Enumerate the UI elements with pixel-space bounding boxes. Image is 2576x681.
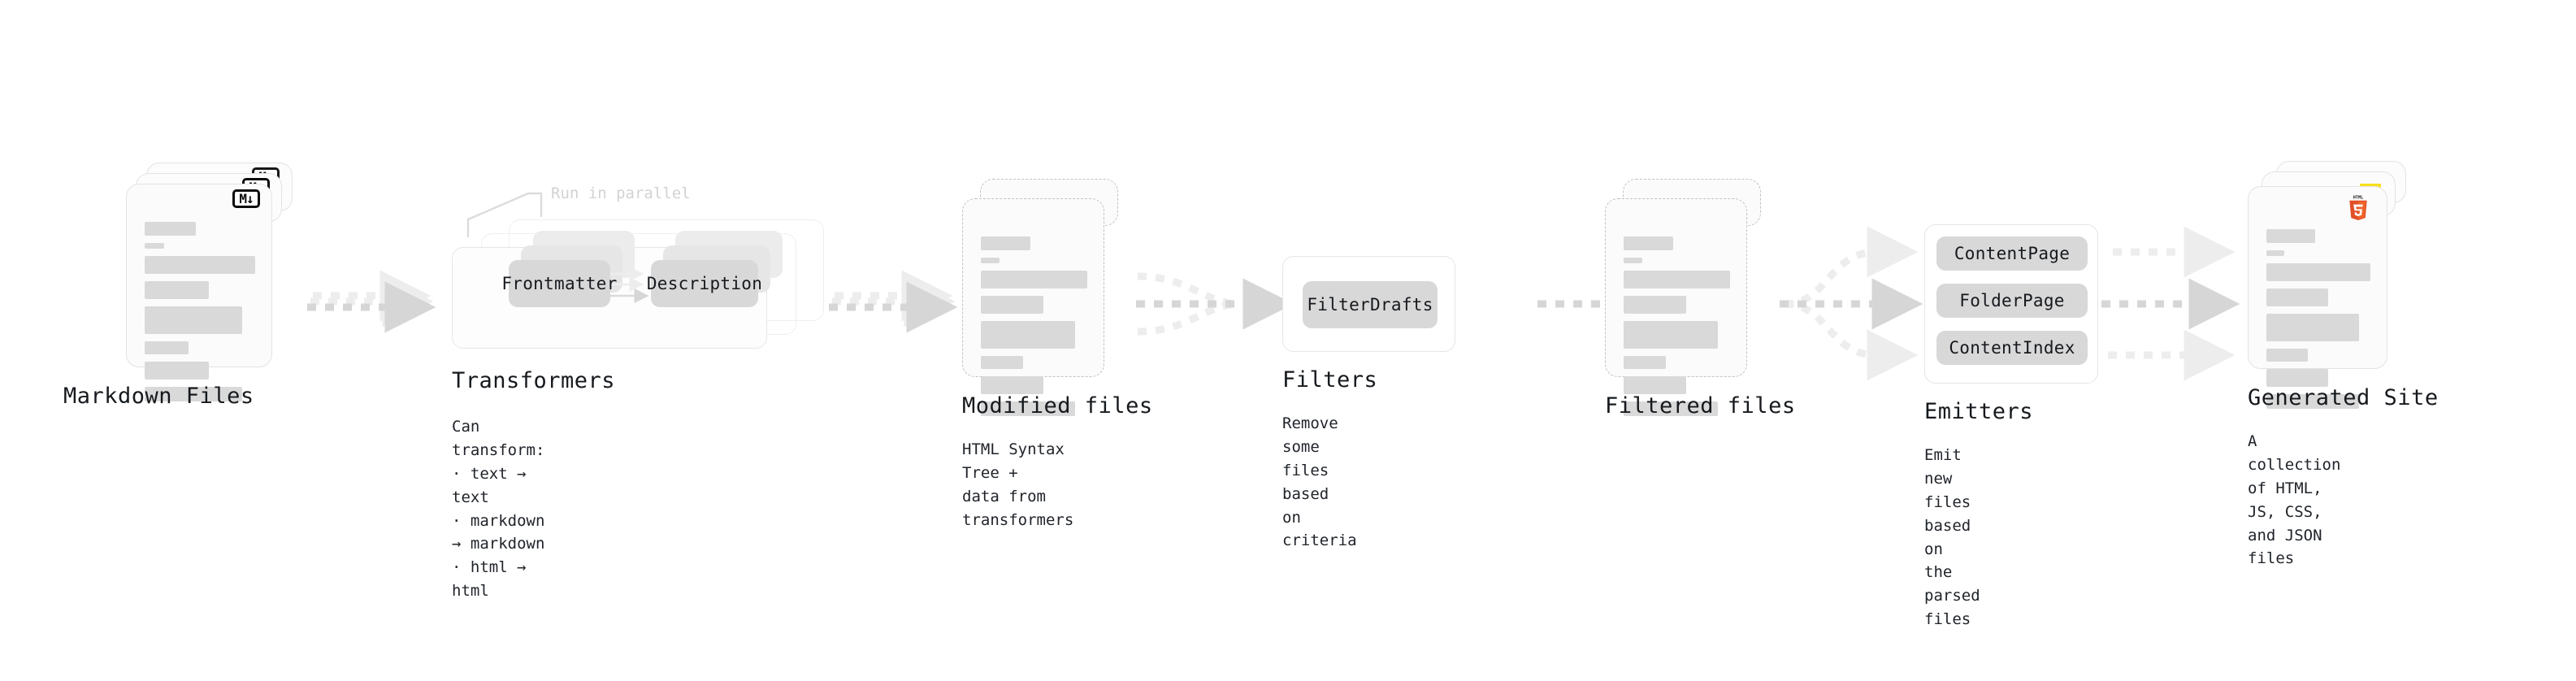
skeleton-bar [981, 356, 1023, 369]
connector-transformers-to-modified [829, 270, 958, 333]
connector-modified-to-filters [1136, 272, 1295, 336]
chip-contentpage[interactable]: ContentPage [1936, 236, 2088, 271]
doc-sheet-front [962, 198, 1104, 416]
skeleton-bar [2266, 314, 2359, 341]
doc-skeleton-bars [981, 236, 1087, 423]
desc-filters: Remove some files based on criteria [1282, 414, 1357, 550]
doc-skeleton-bars [2266, 229, 2370, 416]
chip-filterdrafts[interactable]: FilterDrafts [1303, 281, 1438, 328]
skeleton-bar [145, 281, 209, 299]
skeleton-bar [1624, 258, 1642, 263]
skeleton-bar [981, 321, 1075, 349]
skeleton-bar [1624, 296, 1686, 314]
skeleton-bar [2266, 229, 2315, 243]
label-modified-files: Modified files [962, 393, 1153, 419]
skeleton-bar [2266, 288, 2328, 306]
desc-generated-site: A collection of HTML, JS, CSS, and JSON … [2248, 432, 2341, 568]
skeleton-bar [2266, 250, 2284, 256]
skeleton-bar [145, 341, 189, 354]
skeleton-bar [145, 362, 209, 380]
label-filters: Filters [1282, 367, 1378, 393]
doc-sheet-front [1605, 198, 1747, 416]
skeleton-bar [981, 296, 1043, 314]
skeleton-bar [981, 271, 1087, 288]
skeleton-bar [145, 306, 242, 334]
skeleton-bar [1624, 401, 1718, 416]
chip-folderpage[interactable]: FolderPage [1936, 284, 2088, 318]
skeleton-bar [2266, 263, 2370, 281]
label-emitters: Emitters [1924, 399, 2034, 424]
html5-badge: HTML [2349, 195, 2367, 220]
skeleton-bar [145, 387, 242, 401]
doc-sheet-front [126, 184, 272, 401]
connector-markdown-to-transformers [307, 270, 436, 333]
chip-contentindex[interactable]: ContentIndex [1936, 331, 2088, 365]
skeleton-bar [145, 243, 164, 249]
emitters-panel: ContentPage FolderPage ContentIndex [1924, 224, 2098, 384]
label-transformers: Transformers [452, 368, 616, 393]
label-run-in-parallel: Run in parallel [551, 184, 691, 202]
skeleton-bar [1624, 321, 1718, 349]
doc-sheet-front [2248, 186, 2387, 409]
label-filtered-files: Filtered files [1605, 393, 1796, 419]
desc-modified-files: HTML Syntax Tree + data from transformer… [962, 440, 1074, 529]
parallel-bracket [466, 192, 543, 237]
desc-emitters: Emit new files based on the parsed files [1924, 446, 1980, 629]
skeleton-bar [1624, 356, 1666, 369]
chip-frontmatter[interactable]: Frontmatter [501, 260, 617, 307]
label-generated-site: Generated Site [2248, 385, 2439, 410]
desc-transformers: Can transform: · text → text · markdown … [452, 418, 545, 601]
skeleton-bar [1624, 271, 1730, 288]
label-markdown-files: Markdown Files [63, 384, 254, 409]
filters-panel: FilterDrafts [1282, 256, 1455, 352]
skeleton-bar [145, 222, 196, 236]
skeleton-bar [145, 256, 255, 274]
skeleton-bar [981, 376, 1043, 394]
skeleton-bar [1624, 236, 1673, 250]
svg-text:HTML: HTML [2353, 195, 2364, 200]
connector-filtered-to-emitters [1780, 226, 1923, 381]
doc-skeleton-bars [1624, 236, 1730, 423]
skeleton-bar [2266, 369, 2328, 387]
markdown-badge-front: M↓ [232, 189, 260, 208]
skeleton-bar [981, 258, 1000, 263]
skeleton-bar [981, 401, 1075, 416]
skeleton-bar [2266, 394, 2359, 409]
doc-skeleton-bars [145, 222, 255, 409]
skeleton-bar [2266, 349, 2308, 362]
skeleton-bar [981, 236, 1030, 250]
chip-description[interactable]: Description [647, 260, 762, 307]
skeleton-bar [1624, 376, 1686, 394]
connector-emitters-to-site [2101, 226, 2240, 381]
